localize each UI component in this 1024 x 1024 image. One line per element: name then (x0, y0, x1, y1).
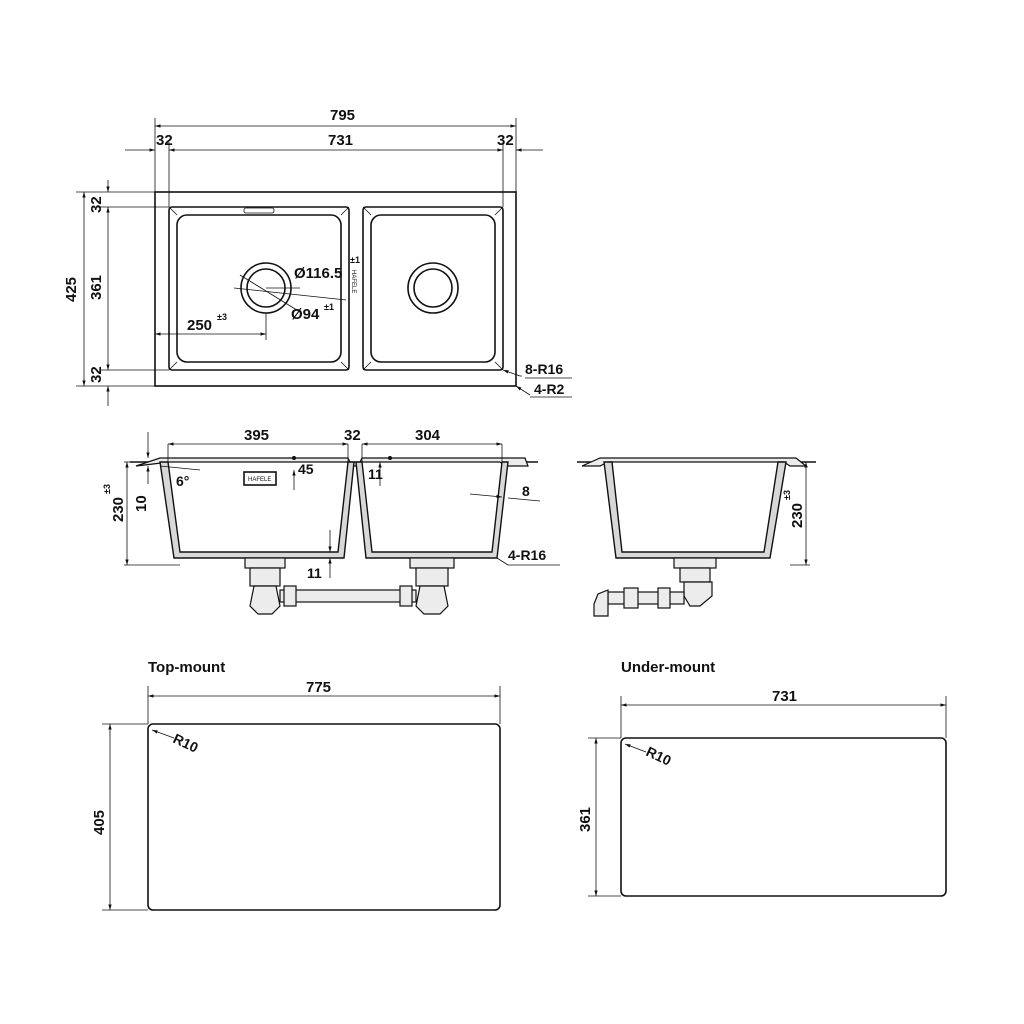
top-mount-radius: R10 (171, 730, 201, 755)
dim-flange-bottom: 32 (88, 366, 105, 383)
dim-under-mount-height: 361 (577, 807, 594, 832)
side-bowl-section (603, 461, 787, 559)
dim-flange-top: 32 (88, 196, 105, 213)
dim-angle: 6° (176, 473, 189, 489)
dim-45: 45 (298, 461, 314, 477)
dim-left-bowl-width: 395 (244, 427, 269, 444)
dim-top-mount-height: 405 (91, 810, 108, 835)
left-bowl-inner (176, 214, 342, 363)
dim-drain-tol: ±1 (324, 302, 334, 312)
dim-right-bowl-width: 304 (415, 427, 441, 444)
dim-overall-width: 795 (330, 107, 355, 124)
section-view: HAFELE 395 32 304 45 11 11 8 4-R16 (102, 427, 560, 615)
top-mount-title: Top-mount (148, 659, 225, 676)
dim-11-top: 11 (368, 466, 383, 482)
dim-depth-section: 230 (110, 497, 127, 522)
right-drain-outer (407, 262, 459, 314)
dim-depth-tol-section: ±3 (102, 484, 112, 494)
dim-rim: 10 (133, 495, 150, 512)
dim-drain-offset-tol: ±3 (217, 312, 227, 322)
dim-depth-side: 230 (789, 503, 806, 528)
dim-flange-left: 32 (156, 132, 173, 149)
corner-radius-inner: 8-R16 (525, 361, 563, 377)
brand-text-top: HAFELE (350, 270, 356, 293)
corner-radius-outer: 4-R2 (534, 381, 565, 397)
top-mount-cutout: Top-mount 775 405 R10 (91, 659, 501, 911)
dim-inner-width: 731 (328, 132, 353, 149)
brand-badge (243, 471, 277, 486)
top-view: HAFELE 795 32 731 32 425 32 361 32 250 ±… (63, 107, 572, 406)
under-mount-radius: R10 (644, 743, 674, 768)
dim-flange-right: 32 (497, 132, 514, 149)
dim-divider-width: 32 (344, 427, 361, 444)
sink-outline (154, 191, 517, 387)
dim-depth-tol-side: ±3 (782, 490, 792, 500)
overflow-slot (243, 207, 275, 214)
right-bowl-inner (370, 214, 496, 363)
dim-top-mount-width: 775 (306, 679, 331, 696)
under-mount-title: Under-mount (621, 659, 715, 676)
left-bowl (168, 206, 350, 371)
dim-overall-depth: 425 (63, 277, 80, 302)
dim-cutout-dia: Ø116.5 (294, 265, 342, 282)
right-bowl (362, 206, 504, 371)
dim-drain-dia: Ø94 (291, 306, 320, 323)
dim-radius-section: 4-R16 (508, 547, 546, 563)
dim-cutout-tol: ±1 (350, 255, 360, 265)
under-mount-outline (620, 737, 947, 897)
brand-text-section: HAFELE (248, 477, 271, 483)
dim-under-mount-width: 731 (772, 688, 797, 705)
right-drain-inner (413, 268, 453, 308)
dim-inner-depth: 361 (88, 275, 105, 300)
top-mount-outline (147, 723, 501, 911)
dim-drain-offset: 250 (187, 317, 212, 334)
dim-8: 8 (522, 483, 530, 499)
under-mount-cutout: Under-mount 731 361 R10 (577, 659, 947, 897)
side-view: 230 ±3 (577, 457, 816, 617)
dim-11-bottom: 11 (307, 565, 322, 581)
